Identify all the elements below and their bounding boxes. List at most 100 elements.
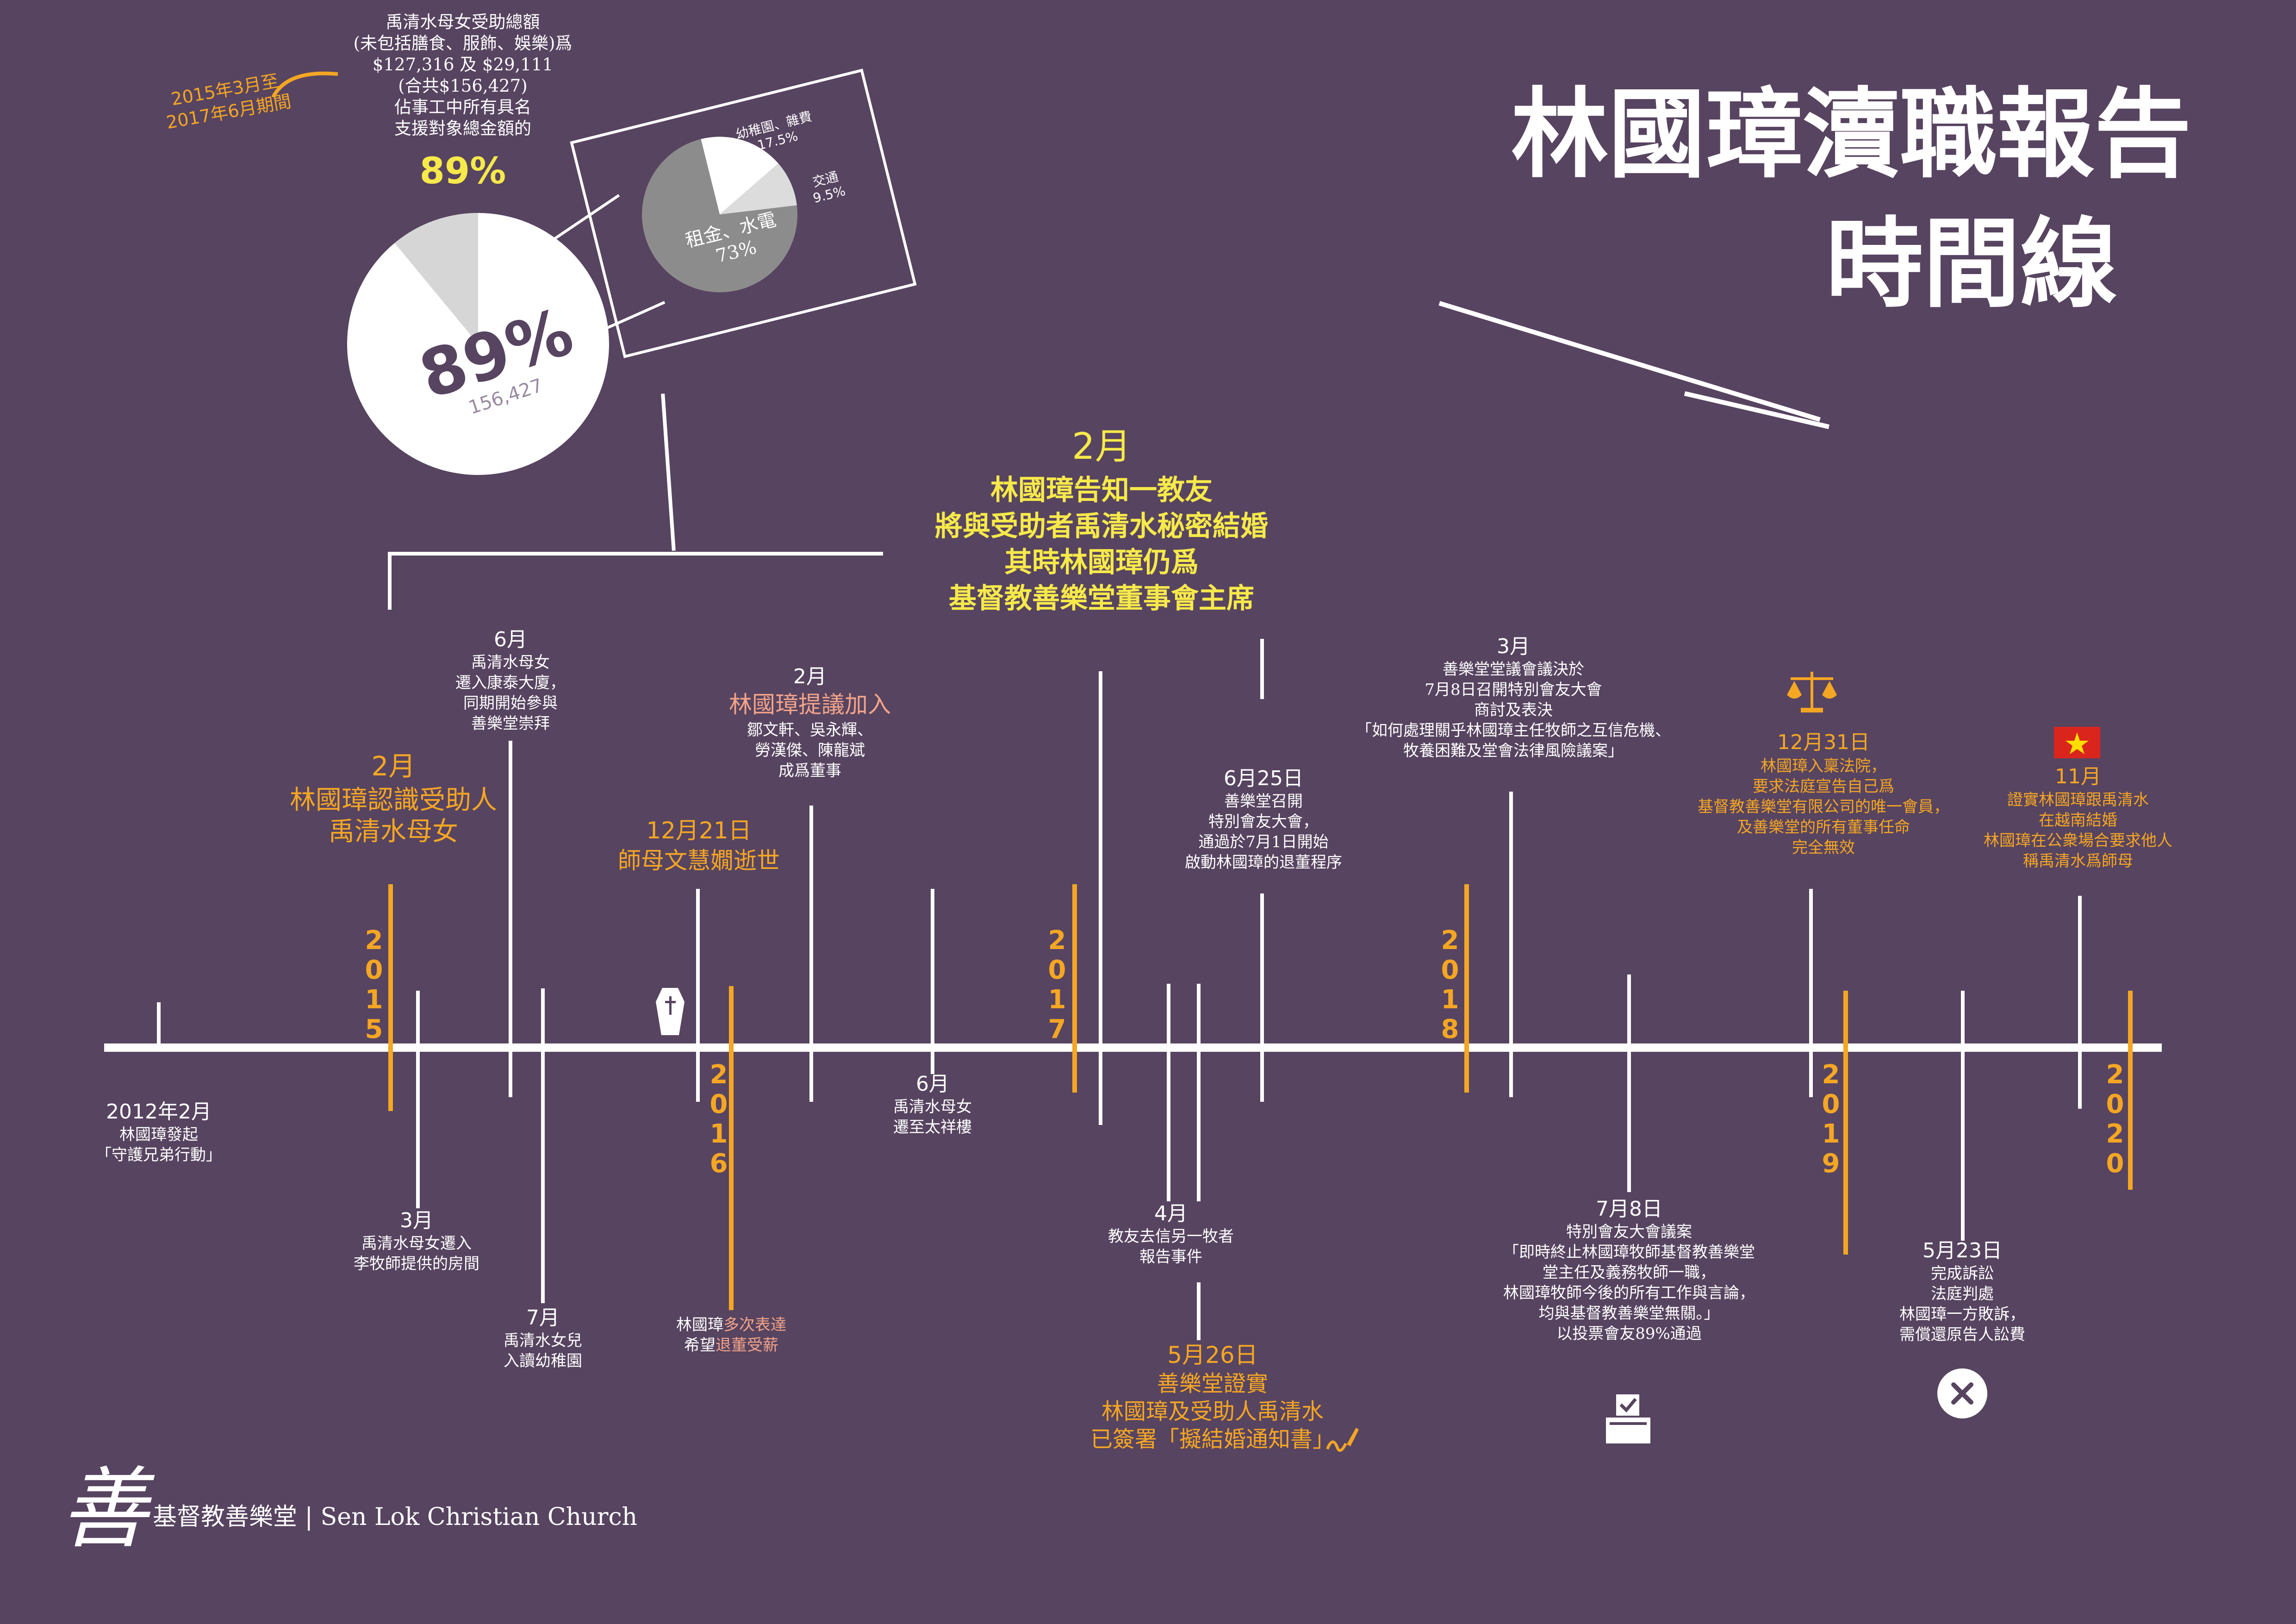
scales-icon xyxy=(1787,672,1837,712)
tick-2015-mar xyxy=(416,991,420,1208)
tick-2019-nov xyxy=(2078,896,2082,1109)
event-2017-jun: 6月25日 善樂堂召開 特別會友大會， 通過於7月1日開始 啟動林國璋的退董程序 xyxy=(1139,766,1388,873)
decor-stroke xyxy=(1684,391,1829,429)
pie-bracket xyxy=(388,552,883,556)
pie-bracket xyxy=(388,552,392,610)
tick-2017-may xyxy=(1197,984,1201,1201)
tick-2018-mar xyxy=(1509,792,1513,1097)
year-bar-2017 xyxy=(1072,884,1077,1093)
event-2018-jul: 7月8日 特別會友大會議案 「即時終止林國璋牧師基督教善樂堂 堂主任及義務牧師一… xyxy=(1453,1197,1805,1344)
event-2018-dec: 12月31日 林國璋入稟法院， 要求法庭宣告自己爲 基督教善樂堂有限公司的唯一會… xyxy=(1648,729,1999,858)
event-date: 2012年2月 xyxy=(106,1100,212,1124)
event-2019-may: 5月23日 完成訴訟 法庭判處 林國璋一方敗訴， 需償還原告人訟費 xyxy=(1870,1238,2055,1345)
year-bar-2016 xyxy=(729,986,734,1310)
event-text: 善樂堂召開 特別會友大會， 通過於7月1日開始 啟動林國璋的退董程序 xyxy=(1185,792,1342,872)
event-text-1: 善樂堂證實 林國璋及受助人禹清水 xyxy=(1101,1371,1324,1424)
event-2017-feb: 2月 林國璋告知一教友 將與受助者禹清水秘密結婚 其時林國璋仍爲 基督教善樂堂董… xyxy=(847,421,1356,617)
note-highlight-2: 退董受薪 xyxy=(716,1336,778,1355)
close-icon xyxy=(1937,1368,1987,1418)
event-text: 禹清水母女 遷至太祥樓 xyxy=(893,1098,972,1137)
event-text: 教友去信另一牧者 報告事件 xyxy=(1108,1227,1234,1266)
event-text: 證實林國璋跟禹清水 在越南結婚 林國璋在公衆場合要求他人 稱禹清水爲師母 xyxy=(1984,791,2172,870)
event-2017-may: 5月26日 善樂堂證實 林國璋及受助人禹清水 已簽署「擬結婚通知書」 xyxy=(1032,1340,1393,1453)
event-date: 6月 xyxy=(916,1072,949,1096)
signing-icon xyxy=(1326,1428,1359,1452)
page-title: 林國璋瀆職報告 時間線 xyxy=(1472,69,2231,329)
breakdown-pie xyxy=(642,137,798,293)
event-text: 禹清水母女遷入 李牧師提供的房間 xyxy=(354,1234,479,1273)
event-date: 5月23日 xyxy=(1923,1239,2002,1262)
event-date: 5月26日 xyxy=(1167,1342,1258,1368)
org-name: 基督教善樂堂 | Sen Lok Christian Church xyxy=(153,1503,638,1531)
summary-headline-pct: 89% xyxy=(419,150,506,192)
event-date: 2月 xyxy=(371,750,416,782)
event-text: 禹清水母女 遷入康泰大廈， 同期開始參與 善樂堂崇拜 xyxy=(455,653,566,733)
tick-2012 xyxy=(157,1002,161,1044)
year-bar-2015 xyxy=(388,884,393,1111)
tick-2015-jul xyxy=(541,988,545,1303)
event-date: 7月8日 xyxy=(1596,1197,1662,1221)
event-text-2: 已簽署「擬結婚通知書」 xyxy=(1090,1426,1335,1452)
year-bar-2020 xyxy=(2128,991,2133,1190)
event-text: 林國璋告知一教友 將與受助者禹清水秘密結婚 其時林國璋仍爲 基督教善樂堂董事會主… xyxy=(935,474,1268,615)
tick-2017-may-low xyxy=(1197,1282,1201,1340)
event-text: 禹清水女兒 入讀幼稚園 xyxy=(504,1331,582,1370)
event-text: 鄒文軒、吳永輝、 勞漢傑、陳龍斌 成爲董事 xyxy=(747,721,873,780)
event-date: 6月 xyxy=(494,628,527,651)
tick-2018-jul xyxy=(1627,974,1631,1192)
event-2015-jun: 6月 禹清水母女 遷入康泰大廈， 同期開始參與 善樂堂崇拜 xyxy=(418,627,603,734)
year-bar-2018 xyxy=(1464,884,1469,1093)
pie-slice-rest xyxy=(394,213,478,344)
note-highlight-1: 多次表達 xyxy=(723,1316,786,1334)
slice-label-transport: 交通 9.5% xyxy=(811,169,847,206)
ballot-box-icon xyxy=(1606,1394,1650,1443)
event-2017-apr: 4月 教友去信另一牧者 報告事件 xyxy=(1083,1201,1259,1267)
event-text: 林國璋入稟法院， 要求法庭宣告自己爲 基督教善樂堂有限公司的唯一會員， 及善樂堂… xyxy=(1698,757,1949,857)
event-2019-nov: 11月 證實林國璋跟禹清水 在越南結婚 林國璋在公衆場合要求他人 稱禹清水爲師母 xyxy=(1935,764,2221,871)
event-date: 2月 xyxy=(793,665,827,688)
event-text: 特別會友大會議案 「即時終止林國璋牧師基督教善樂堂 堂主任及義務牧師一職， 林國… xyxy=(1503,1223,1755,1343)
tick-2019-may xyxy=(1961,991,1965,1241)
event-date: 7月 xyxy=(526,1306,560,1330)
tick-2017-feb-head xyxy=(1260,639,1264,699)
tick-2017-apr xyxy=(1167,984,1170,1201)
event-text: 完成訴訟 法庭判處 林國璋一方敗訴， 需償還原告人訟費 xyxy=(1899,1264,2025,1344)
tick-2015-jun xyxy=(509,741,512,1097)
event-text: 林國璋認識受助人 禹清水母女 xyxy=(290,785,497,847)
event-2015-mar: 3月 禹清水母女遷入 李牧師提供的房間 xyxy=(301,1208,532,1274)
tick-2017-jun xyxy=(1260,893,1264,1102)
event-text: 林國璋發起 「守護兄弟行動」 xyxy=(96,1125,222,1164)
title-line-1: 林國璋瀆職報告 xyxy=(1511,77,2191,191)
tick-2016-jun xyxy=(931,889,934,1074)
event-date: 4月 xyxy=(1154,1202,1188,1225)
event-date: 12月31日 xyxy=(1777,731,1870,754)
pie-connector xyxy=(661,394,676,551)
coffin-icon xyxy=(656,988,684,1035)
year-bar-2019 xyxy=(1843,991,1848,1255)
event-date: 3月 xyxy=(1497,635,1530,658)
tick-2016-feb xyxy=(809,806,813,1102)
summary-text: 禹清水母女受助總額 (未包括膳食、服飾、娛樂)爲 $127,316 及 $29,… xyxy=(353,12,572,138)
vietnam-flag-icon xyxy=(2054,727,2100,758)
breakdown-slice-kindergarten xyxy=(701,137,778,215)
breakdown-box: 幼稚園、雜費 17.5% 交通 9.5% 租金、水電 73% xyxy=(570,69,917,358)
event-2016-jun: 6月 禹清水母女 遷至太祥樓 xyxy=(863,1072,1002,1137)
event-2015-jul: 7月 禹清水女兒 入讀幼稚園 xyxy=(473,1305,612,1371)
title-line-2: 時間線 xyxy=(1825,206,2117,321)
timeline-axis xyxy=(104,1043,2162,1052)
event-date: 3月 xyxy=(400,1209,433,1232)
tick-2015-dec xyxy=(696,889,700,1102)
tick-2017-feb xyxy=(1099,671,1102,1125)
event-headline: 林國璋提議加入 xyxy=(729,691,891,718)
event-date: 2月 xyxy=(1072,426,1131,468)
event-2018-mar: 3月 善樂堂堂議會議決於 7月8日召開特別會友大會 商討及表決 「如何處理關乎林… xyxy=(1314,634,1712,761)
event-date: 6月25日 xyxy=(1224,767,1303,790)
period-connector xyxy=(271,71,338,98)
event-text: 師母文慧嫺逝世 xyxy=(618,847,780,874)
